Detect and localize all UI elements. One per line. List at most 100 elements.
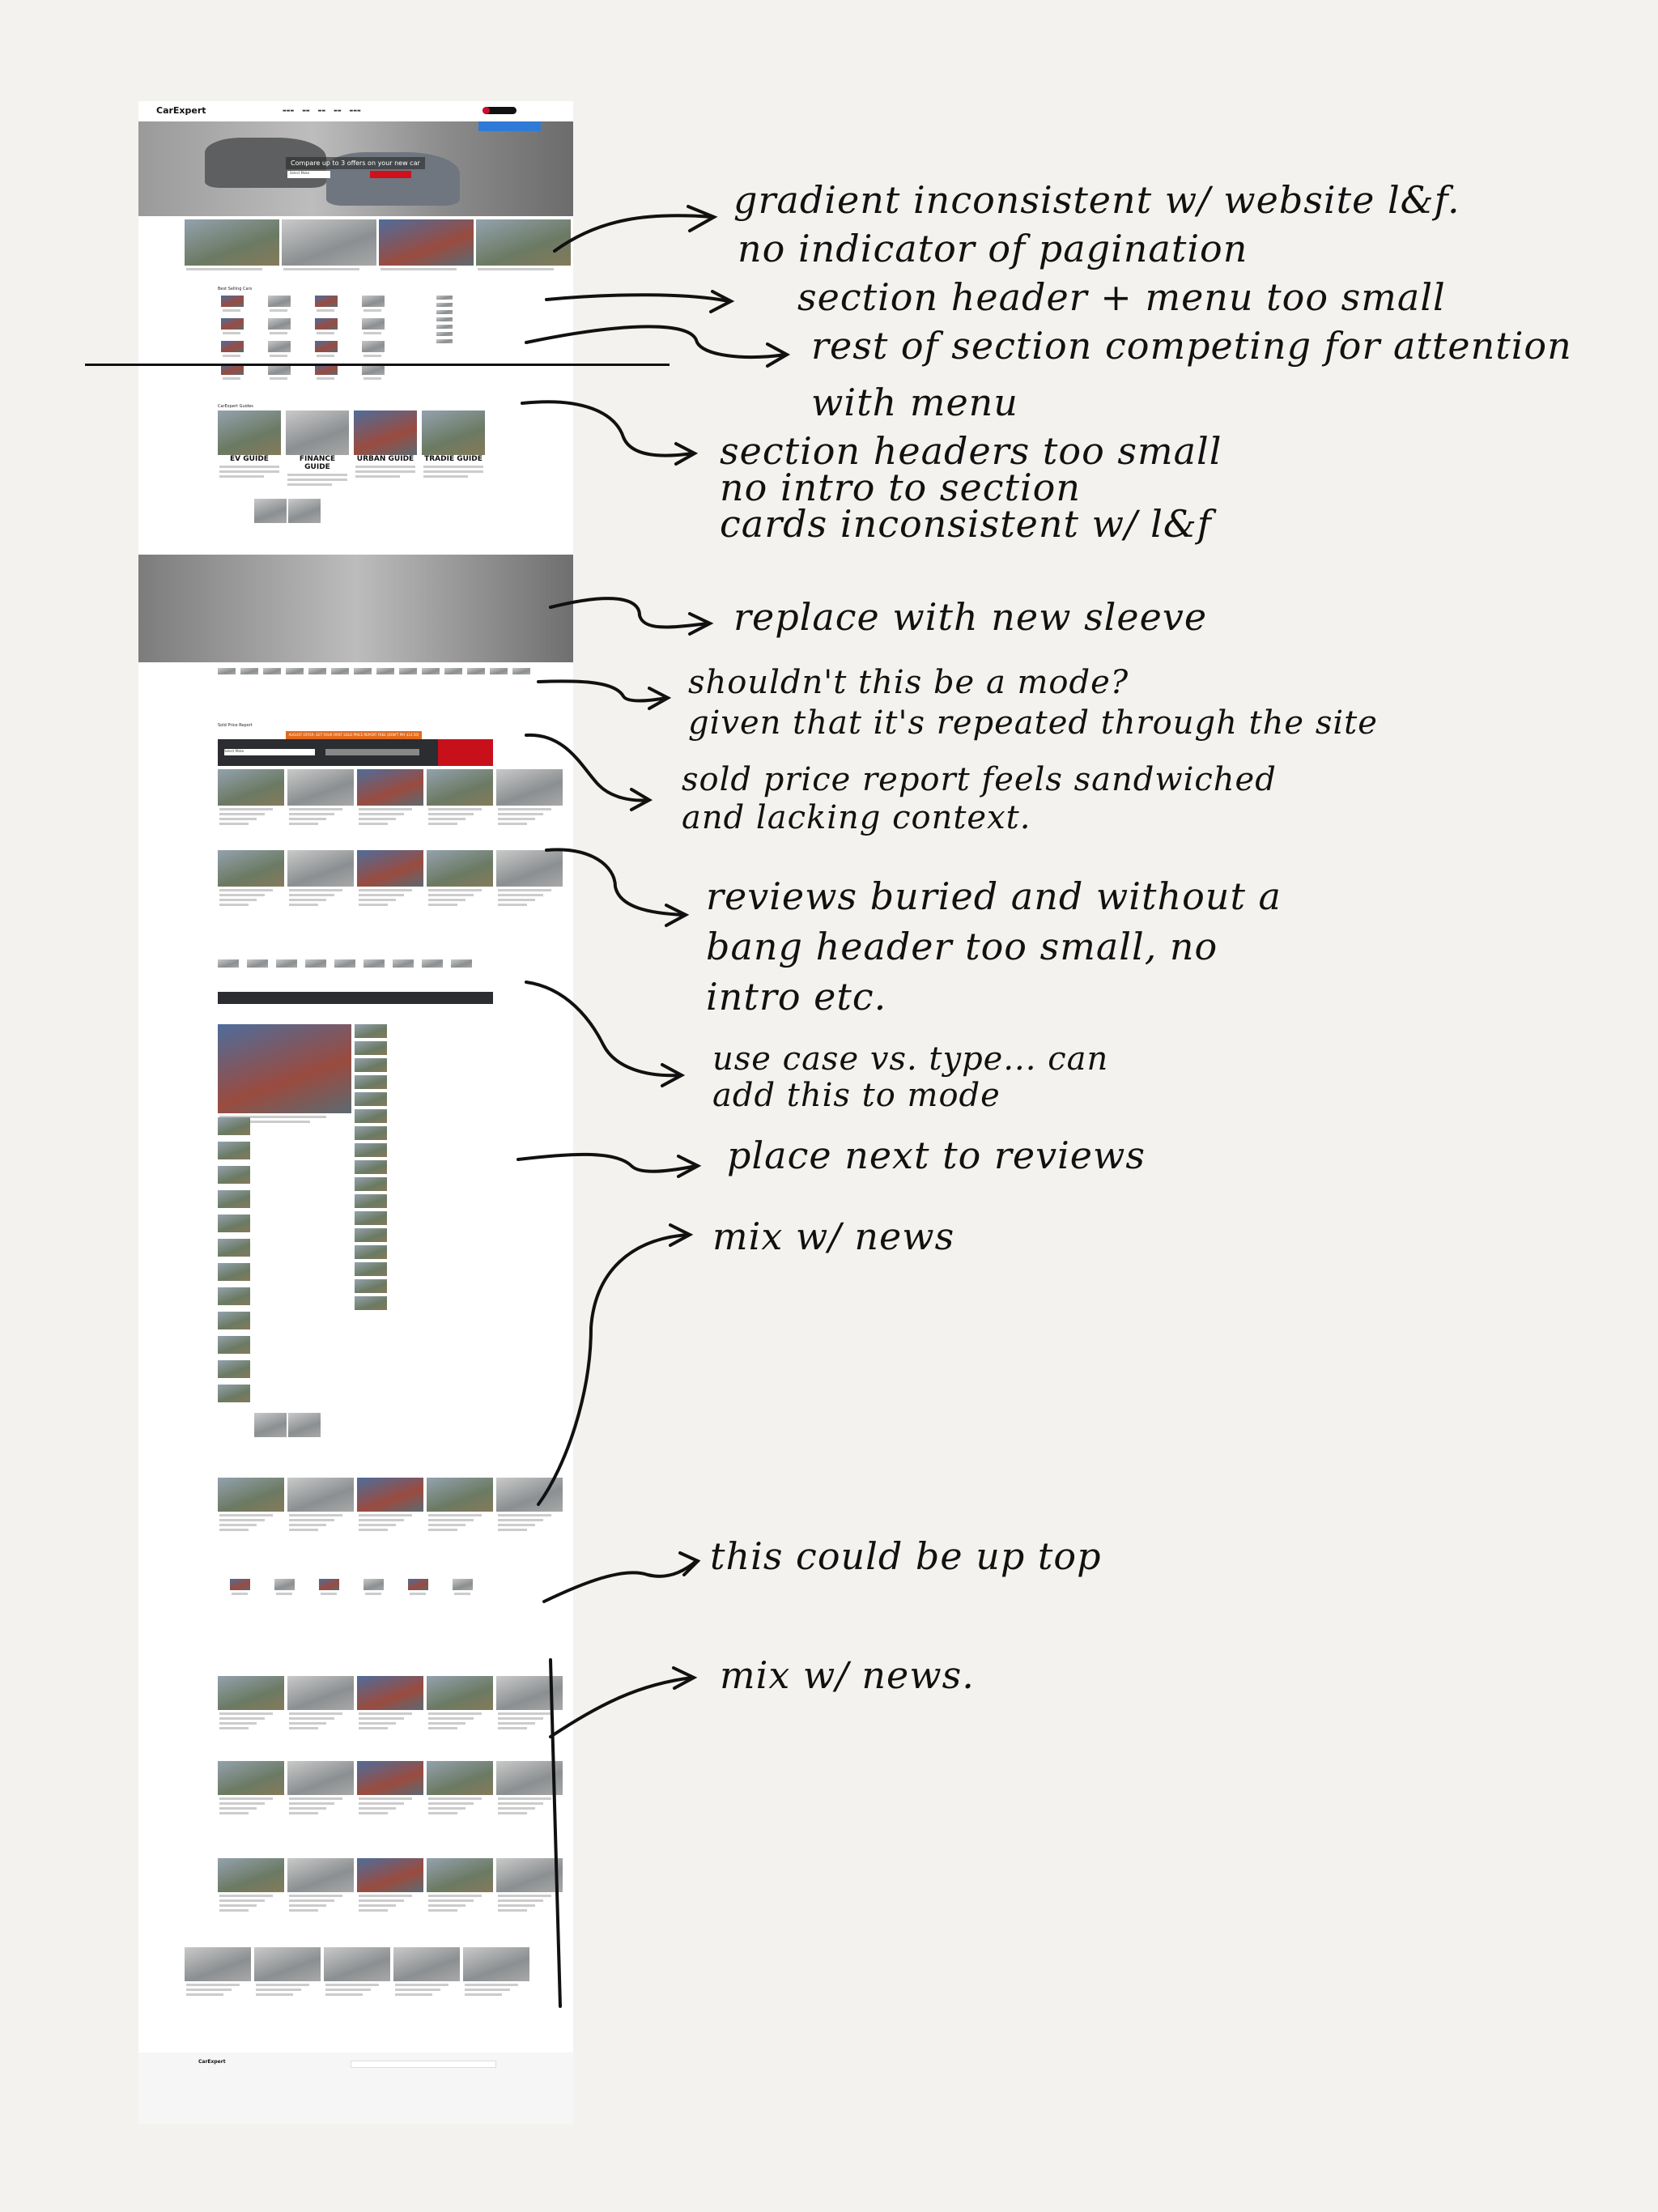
news-item[interactable] [355, 1092, 387, 1106]
news-card[interactable] [496, 1676, 563, 1732]
body-type-icon[interactable] [308, 668, 326, 674]
review-card[interactable] [357, 850, 423, 908]
body-type-icon[interactable] [354, 668, 372, 674]
review-card[interactable] [427, 850, 493, 908]
sold-report-card[interactable] [357, 769, 423, 827]
guide-card[interactable]: EV GUIDE [218, 410, 281, 488]
body-type-icon[interactable] [490, 668, 508, 674]
news-item[interactable] [218, 1190, 250, 1208]
sold-make-select[interactable]: Select Make [224, 749, 315, 755]
ad-image[interactable] [254, 499, 287, 523]
best-selling-list-item[interactable] [436, 303, 453, 307]
news-card[interactable] [287, 1858, 354, 1914]
best-selling-car[interactable] [221, 364, 244, 382]
best-selling-car[interactable] [315, 296, 338, 314]
tyre-card[interactable] [254, 1947, 321, 1998]
news-card[interactable] [287, 1676, 354, 1732]
nav-item[interactable]: ▬▬▬ [283, 108, 295, 113]
body-type-icon[interactable] [467, 668, 485, 674]
news-card[interactable] [218, 1761, 284, 1817]
feature-card[interactable] [427, 1478, 493, 1534]
news-item[interactable] [218, 1336, 250, 1354]
body-type-icon[interactable] [376, 668, 394, 674]
tyre-card[interactable] [463, 1947, 529, 1998]
review-card[interactable] [287, 850, 354, 908]
sold-model-select[interactable] [325, 749, 419, 755]
news-item[interactable] [218, 1263, 250, 1281]
body-type-icon[interactable] [422, 668, 440, 674]
news-card[interactable] [357, 1761, 423, 1817]
news-item[interactable] [355, 1279, 387, 1293]
news-item[interactable] [218, 1360, 250, 1378]
news-item[interactable] [355, 1126, 387, 1140]
best-selling-car[interactable] [221, 318, 244, 337]
news-card[interactable] [287, 1761, 354, 1817]
news-item[interactable] [355, 1228, 387, 1242]
best-selling-car[interactable] [362, 296, 385, 314]
news-item[interactable] [218, 1312, 250, 1329]
best-selling-car[interactable] [268, 296, 291, 314]
news-item[interactable] [355, 1143, 387, 1157]
news-item[interactable] [355, 1041, 387, 1055]
news-card[interactable] [357, 1858, 423, 1914]
nav-item[interactable]: ▬▬▬ [349, 108, 361, 113]
news-hero-card[interactable] [218, 1024, 351, 1125]
nav-item[interactable]: ▬▬ [334, 108, 342, 113]
car-type-icon[interactable] [453, 1579, 473, 1597]
guide-card[interactable]: TRADIE GUIDE [422, 410, 485, 488]
news-item[interactable] [218, 1214, 250, 1232]
car-type-icon[interactable] [274, 1579, 295, 1597]
ad-image[interactable] [288, 1413, 321, 1437]
news-item[interactable] [355, 1211, 387, 1225]
body-type-icon[interactable] [286, 668, 304, 674]
news-item[interactable] [218, 1385, 250, 1402]
compare-button[interactable] [370, 171, 411, 178]
make-select[interactable]: Select Make [287, 171, 330, 178]
body-type-icon[interactable] [240, 668, 258, 674]
sold-report-card[interactable] [496, 769, 563, 827]
news-item[interactable] [355, 1194, 387, 1208]
news-card[interactable] [357, 1676, 423, 1732]
sold-report-card[interactable] [287, 769, 354, 827]
use-case-icon[interactable] [393, 959, 414, 968]
news-item[interactable] [218, 1117, 250, 1135]
best-selling-car[interactable] [362, 364, 385, 382]
carousel-slide[interactable] [185, 219, 279, 273]
body-type-icon[interactable] [399, 668, 417, 674]
feature-card[interactable] [357, 1478, 423, 1534]
car-type-icon[interactable] [319, 1579, 339, 1597]
guide-card[interactable]: URBAN GUIDE [354, 410, 417, 488]
use-case-icon[interactable] [305, 959, 326, 968]
carousel-slide[interactable] [476, 219, 571, 273]
sold-report-card[interactable] [427, 769, 493, 827]
news-card[interactable] [218, 1676, 284, 1732]
best-selling-car[interactable] [315, 318, 338, 337]
carousel-slide[interactable] [379, 219, 474, 273]
news-card[interactable] [427, 1858, 493, 1914]
feature-card[interactable] [287, 1478, 354, 1534]
news-item[interactable] [218, 1239, 250, 1257]
body-type-icon[interactable] [512, 668, 530, 674]
news-item[interactable] [218, 1142, 250, 1159]
best-selling-car[interactable] [362, 341, 385, 359]
best-selling-car[interactable] [268, 364, 291, 382]
best-selling-car[interactable] [221, 296, 244, 314]
best-selling-list-item[interactable] [436, 325, 453, 329]
news-item[interactable] [355, 1075, 387, 1089]
review-card[interactable] [218, 850, 284, 908]
use-case-icon[interactable] [451, 959, 472, 968]
best-selling-car[interactable] [315, 364, 338, 382]
car-type-icon[interactable] [230, 1579, 250, 1597]
news-item[interactable] [355, 1024, 387, 1038]
sold-report-card[interactable] [218, 769, 284, 827]
best-selling-list-item[interactable] [436, 332, 453, 336]
best-selling-list-item[interactable] [436, 317, 453, 321]
news-item[interactable] [218, 1166, 250, 1184]
body-type-icon[interactable] [218, 668, 236, 674]
news-card[interactable] [496, 1761, 563, 1817]
tyre-card[interactable] [324, 1947, 390, 1998]
review-card[interactable] [496, 850, 563, 908]
guide-card[interactable]: FINANCE GUIDE [286, 410, 349, 488]
news-item[interactable] [355, 1296, 387, 1310]
best-selling-car[interactable] [362, 318, 385, 337]
